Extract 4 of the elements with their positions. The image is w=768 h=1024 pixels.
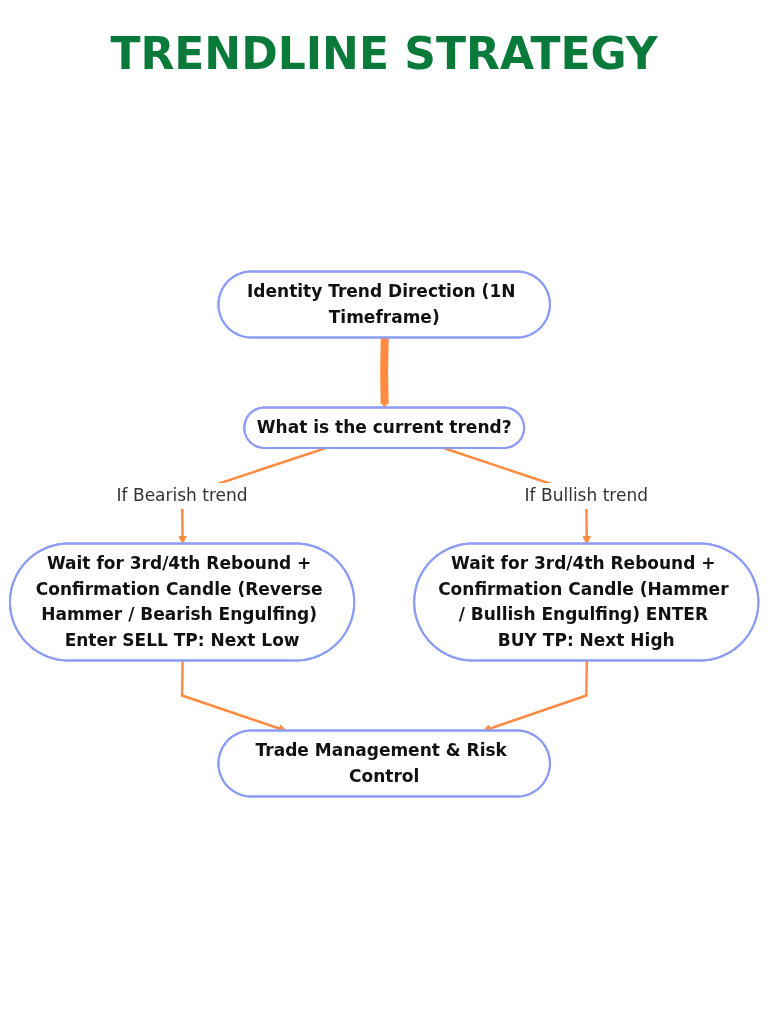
edge-label: If Bearish trend [116, 485, 248, 505]
arrow [380, 337, 389, 409]
title: TRENDLINE STRATEGY [109, 28, 659, 79]
edge-label: If Bullish trend [524, 485, 648, 505]
